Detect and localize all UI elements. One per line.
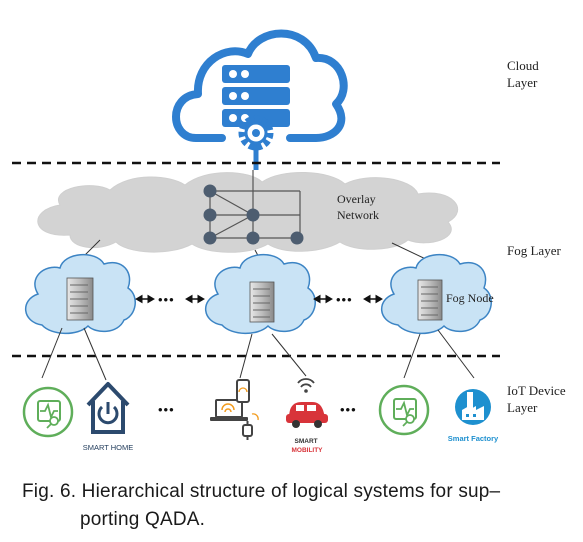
iot-layer-label: IoT Device Layer xyxy=(507,383,569,415)
server-icon xyxy=(66,277,94,321)
figure-caption: Fig. 6. Hierarchical structure of logica… xyxy=(22,478,567,534)
fog-peer-link-left xyxy=(135,294,205,304)
caption-line-1: Fig. 6. Hierarchical structure of logica… xyxy=(22,481,501,502)
overlay-node xyxy=(246,208,260,222)
smart-factory-label: Smart Factory xyxy=(448,434,499,443)
fog-peer-link-right xyxy=(313,294,383,304)
fog-node-right xyxy=(381,253,492,335)
personal-devices-icon xyxy=(210,379,259,440)
smart-mobility-label: SMART MOBILITY xyxy=(291,438,323,454)
fog-node-middle xyxy=(205,253,316,335)
fog-peer-ellipsis-right: ••• xyxy=(336,292,353,307)
fog-node-label: Fog Node xyxy=(446,291,494,305)
fog-peer-ellipsis-left: ••• xyxy=(158,292,175,307)
fog-layer-label: Fog Layer xyxy=(507,243,561,258)
cloud-layer-label: Cloud Layer xyxy=(507,58,542,90)
overlay-node xyxy=(203,231,217,245)
fog-node-left xyxy=(25,253,136,335)
smart-factory-icon xyxy=(455,389,491,425)
server-icon xyxy=(417,279,443,321)
health-monitor-icon-left xyxy=(22,386,74,438)
health-monitor-icon-right xyxy=(378,384,430,436)
overlay-node xyxy=(290,231,304,245)
cloud-server-icon xyxy=(172,29,348,170)
smart-home-icon xyxy=(86,382,130,434)
overlay-node xyxy=(203,208,217,222)
server-icon xyxy=(249,281,275,323)
overlay-network-label: Overlay Network xyxy=(337,192,379,222)
smart-home-label: SMART HOME xyxy=(83,443,134,452)
caption-line-2: porting QADA. xyxy=(80,509,206,530)
gear-icon xyxy=(238,115,274,151)
overlay-node xyxy=(203,184,217,198)
overlay-node xyxy=(246,231,260,245)
overlay-nodes xyxy=(203,184,304,245)
device-ellipsis-right: ••• xyxy=(340,402,357,417)
device-ellipsis-left: ••• xyxy=(158,402,175,417)
smart-mobility-icon xyxy=(286,378,328,428)
device-downlinks xyxy=(41,327,475,381)
